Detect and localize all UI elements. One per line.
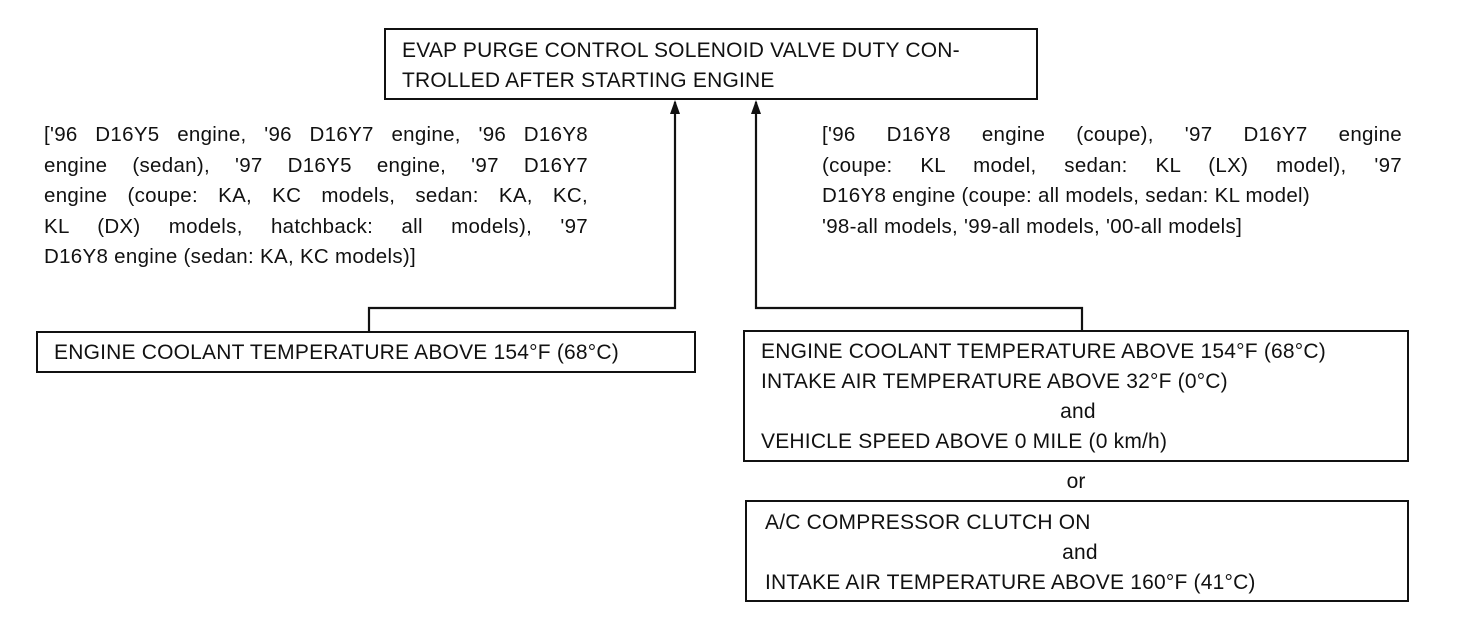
left-note-line-5: D16Y8 engine (sedan: KA, KC models)] <box>44 245 417 268</box>
right-box-1-and: and <box>1060 400 1096 423</box>
right-note-line-4: '98-all models, '99-all models, '00-all … <box>822 214 1243 238</box>
left-note-line-4: KL (DX) models, hatchback: all models), … <box>44 214 588 238</box>
or-label: or <box>1066 470 1086 493</box>
evap-purge-control-line-2: TROLLED AFTER STARTING ENGINE <box>402 69 775 92</box>
right-box-1-line-1: ENGINE COOLANT TEMPERATURE ABOVE 154°F (… <box>761 340 1326 363</box>
right-box-2-line-1: A/C COMPRESSOR CLUTCH ON <box>765 511 1091 534</box>
left-note-line-1: ['96 D16Y5 engine, '96 D16Y7 engine, '96… <box>44 123 588 146</box>
coolant-temperature-condition-text: ENGINE COOLANT TEMPERATURE ABOVE 154°F (… <box>54 341 619 364</box>
right-note-line-1: ['96 D16Y8 engine (coupe), '97 D16Y7 eng… <box>822 123 1402 146</box>
coolant-temperature-condition-box: ENGINE COOLANT TEMPERATURE ABOVE 154°F (… <box>36 331 696 373</box>
right-note-line-3: D16Y8 engine (coupe: all models, sedan: … <box>822 184 1311 207</box>
right-note-line-2: (coupe: KL model, sedan: KL (LX) model),… <box>822 153 1402 177</box>
right-box-1-line-4: VEHICLE SPEED ABOVE 0 MILE (0 km/h) <box>761 430 1168 453</box>
evap-purge-control-box: EVAP PURGE CONTROL SOLENOID VALVE DUTY C… <box>384 28 1038 100</box>
right-engine-models-note: ['96 D16Y8 engine (coupe), '97 D16Y7 eng… <box>822 120 1402 242</box>
right-box-2-line-3: INTAKE AIR TEMPERATURE ABOVE 160°F (41°C… <box>765 571 1256 594</box>
evap-purge-control-line-1: EVAP PURGE CONTROL SOLENOID VALVE DUTY C… <box>402 39 960 62</box>
right-box-1-line-2: INTAKE AIR TEMPERATURE ABOVE 32°F (0°C) <box>761 370 1228 393</box>
left-engine-models-note: ['96 D16Y5 engine, '96 D16Y7 engine, '96… <box>44 120 588 273</box>
left-note-line-2: engine (sedan), '97 D16Y5 engine, '97 D1… <box>44 153 588 177</box>
left-note-line-3: engine (coupe: KA, KC models, sedan: KA,… <box>44 184 588 207</box>
coolant-intake-speed-condition-box: ENGINE COOLANT TEMPERATURE ABOVE 154°F (… <box>743 330 1409 462</box>
ac-compressor-condition-box: A/C COMPRESSOR CLUTCH ON and INTAKE AIR … <box>745 500 1409 602</box>
right-box-2-and: and <box>1062 541 1098 564</box>
